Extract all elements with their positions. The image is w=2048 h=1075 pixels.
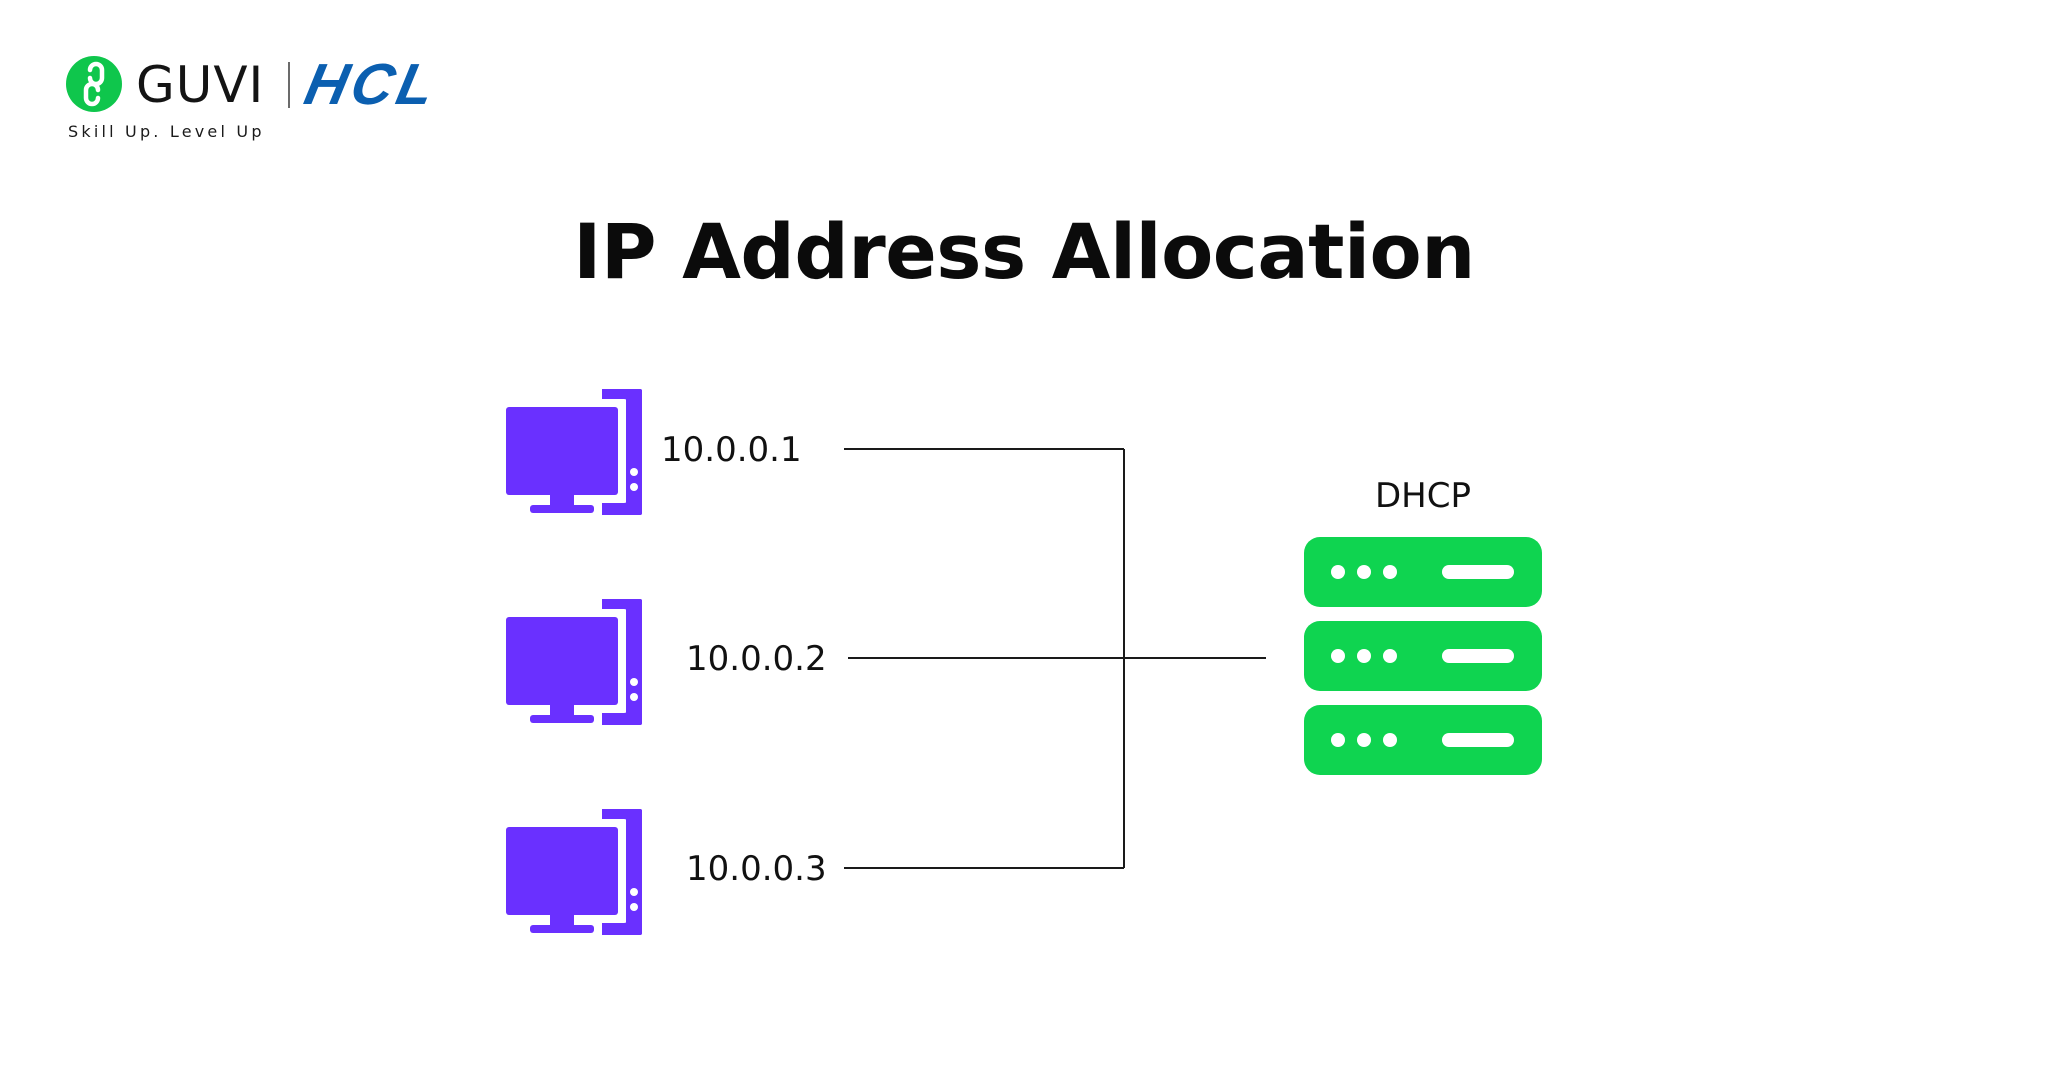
guvi-link-glyph [83,61,105,107]
guvi-wordmark: GUVI [136,56,265,114]
logo-divider [288,62,290,108]
brand-logos: GUVI HCL Skill Up. Level Up [66,52,626,152]
ip-label-2: 10.0.0.2 [686,639,827,679]
dhcp-server: DHCP [1304,476,1542,775]
server-unit-1 [1304,537,1542,607]
ip-label-3: 10.0.0.3 [686,849,827,889]
dhcp-label: DHCP [1375,476,1471,516]
server-unit-3 [1304,705,1542,775]
brand-tagline: Skill Up. Level Up [68,122,265,141]
client-computer-1: 10.0.0.1 [506,389,802,515]
desktop-computer-icon [506,809,642,935]
desktop-computer-icon [506,599,642,725]
desktop-computer-icon [506,389,642,515]
client-computer-2: 10.0.0.2 [506,599,827,725]
server-rack-icon [1304,537,1542,775]
client-computer-3: 10.0.0.3 [506,809,827,935]
ip-label-1: 10.0.0.1 [661,430,802,470]
connector-lines [844,448,1266,869]
server-unit-2 [1304,621,1542,691]
guvi-logo-icon [66,56,122,112]
page-title: IP Address Allocation [573,207,1475,296]
